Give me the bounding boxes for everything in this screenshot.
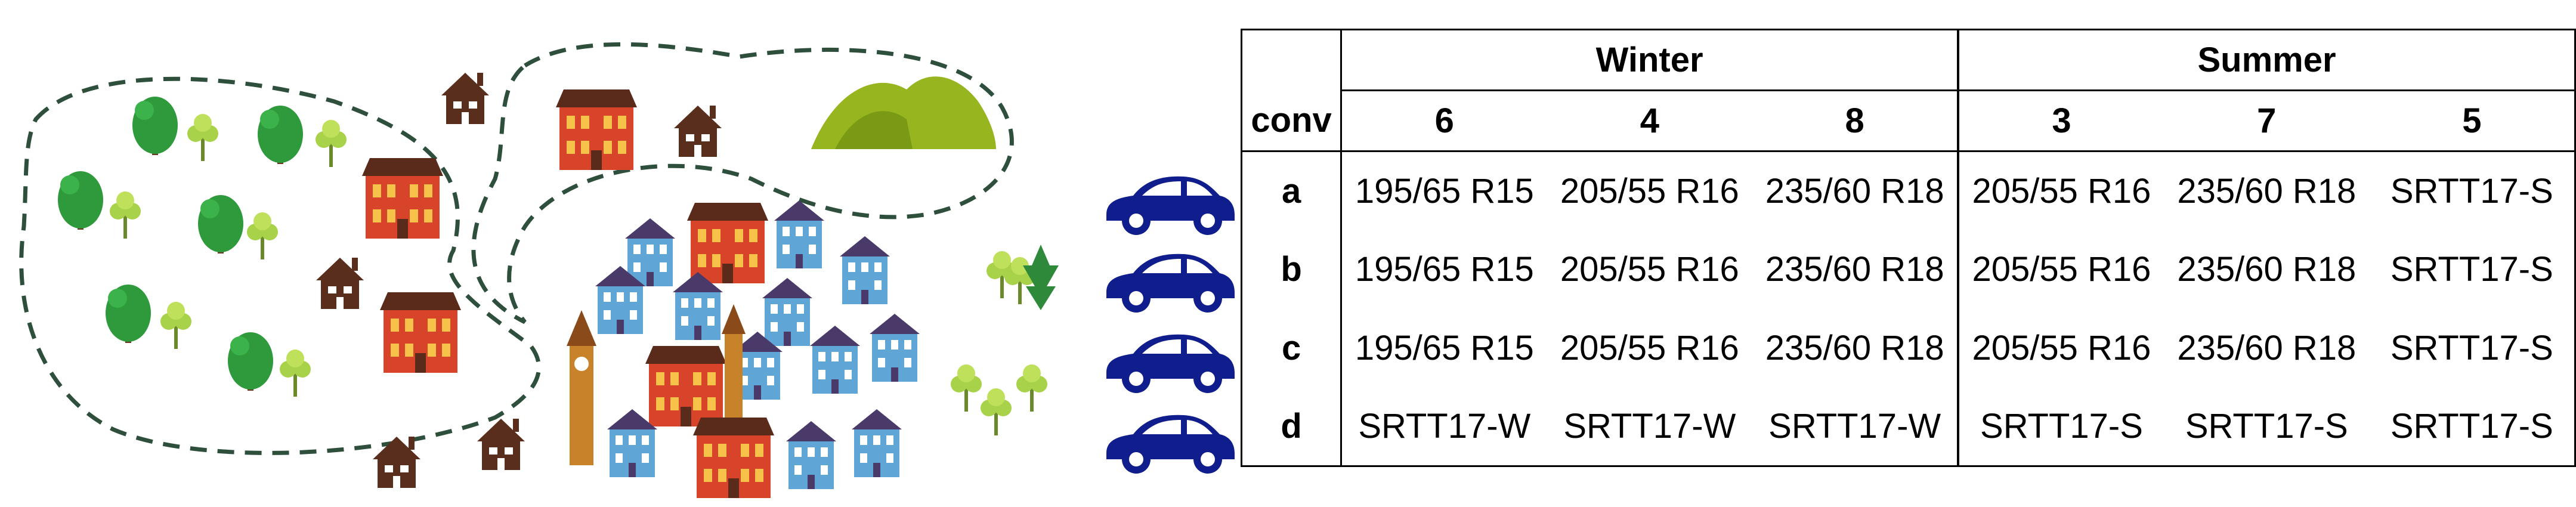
table-cell: 195/65 R15 bbox=[1340, 308, 1547, 388]
table-cell: 205/55 R16 bbox=[1547, 150, 1753, 230]
table-cell: SRTT17-W bbox=[1752, 387, 1959, 467]
table-cell: SRTT17-S bbox=[2369, 387, 2576, 467]
tree-icon bbox=[58, 97, 347, 397]
table-cell: 235/60 R18 bbox=[1752, 150, 1959, 230]
table-cell: 235/60 R18 bbox=[1752, 230, 1959, 309]
table-cell: SRTT17-W bbox=[1340, 387, 1547, 467]
table-cell: 235/60 R18 bbox=[2163, 150, 2370, 230]
boundary-left bbox=[19, 76, 541, 455]
hill-icon bbox=[811, 76, 996, 149]
row-label: b bbox=[1240, 230, 1343, 309]
table-cell: 205/55 R16 bbox=[1560, 329, 1739, 367]
group-header-winter: Winter bbox=[1340, 29, 1959, 91]
table-row: d SRTT17-W SRTT17-W SRTT17-W SRTT17-S SR… bbox=[1240, 387, 2576, 467]
car-icon bbox=[1106, 254, 1235, 313]
table-cell: SRTT17-S bbox=[2369, 150, 2576, 230]
column-header: 5 bbox=[2369, 89, 2576, 152]
corner-cell bbox=[1240, 29, 1343, 91]
group-header-summer: Summer bbox=[1957, 29, 2576, 91]
table-cell: 195/65 R15 bbox=[1340, 150, 1547, 230]
row-label: a bbox=[1240, 150, 1343, 230]
column-header: 6 bbox=[1340, 89, 1547, 152]
table-row: c 195/65 R15 205/55 R16 235/60 R18 205/5… bbox=[1240, 308, 2576, 388]
table-row: b 195/65 R15 205/55 R16 235/60 R18 205/5… bbox=[1240, 230, 2576, 309]
table-cell: 235/60 R18 bbox=[2177, 329, 2357, 367]
column-header: 7 bbox=[2163, 89, 2370, 152]
tire-assignment-table: Winter Summer conv 6 4 8 3 7 5 a 195/65 … bbox=[1240, 29, 2576, 467]
community-illustration bbox=[19, 42, 1059, 498]
table-cell: SRTT17-S bbox=[1957, 387, 2164, 467]
column-header: 4 bbox=[1547, 89, 1753, 152]
corner-label: conv bbox=[1240, 90, 1343, 152]
table-cell: 195/65 R15 bbox=[1340, 230, 1547, 309]
table-row: a 195/65 R15 205/55 R16 235/60 R18 205/5… bbox=[1240, 150, 2576, 230]
table-cell: 205/55 R16 bbox=[1957, 230, 2164, 309]
table-cell: 205/55 R16 bbox=[1957, 308, 2164, 388]
table-cell: SRTT17-S bbox=[2369, 230, 2576, 309]
table-cell: 235/60 R18 bbox=[1752, 308, 1959, 388]
tree-icon bbox=[951, 245, 1059, 435]
cars-column bbox=[1106, 176, 1235, 474]
table-cell: SRTT17-S bbox=[2369, 308, 2576, 388]
boundary-right bbox=[471, 42, 1014, 324]
car-icon bbox=[1106, 176, 1235, 235]
table-cell: SRTT17-S bbox=[2163, 387, 2370, 467]
city-cluster-icon bbox=[567, 200, 920, 498]
table-cell: 235/60 R18 bbox=[2177, 250, 2357, 289]
row-label: c bbox=[1240, 308, 1343, 388]
row-label: d bbox=[1240, 387, 1343, 467]
column-header: 3 bbox=[1957, 89, 2164, 152]
table-cell: 205/55 R16 bbox=[1560, 250, 1739, 289]
column-header: 8 bbox=[1752, 89, 1959, 152]
table-cell: 205/55 R16 bbox=[1957, 150, 2164, 230]
car-icon bbox=[1106, 334, 1235, 393]
car-icon bbox=[1106, 415, 1235, 474]
table-cell: SRTT17-W bbox=[1547, 387, 1753, 467]
